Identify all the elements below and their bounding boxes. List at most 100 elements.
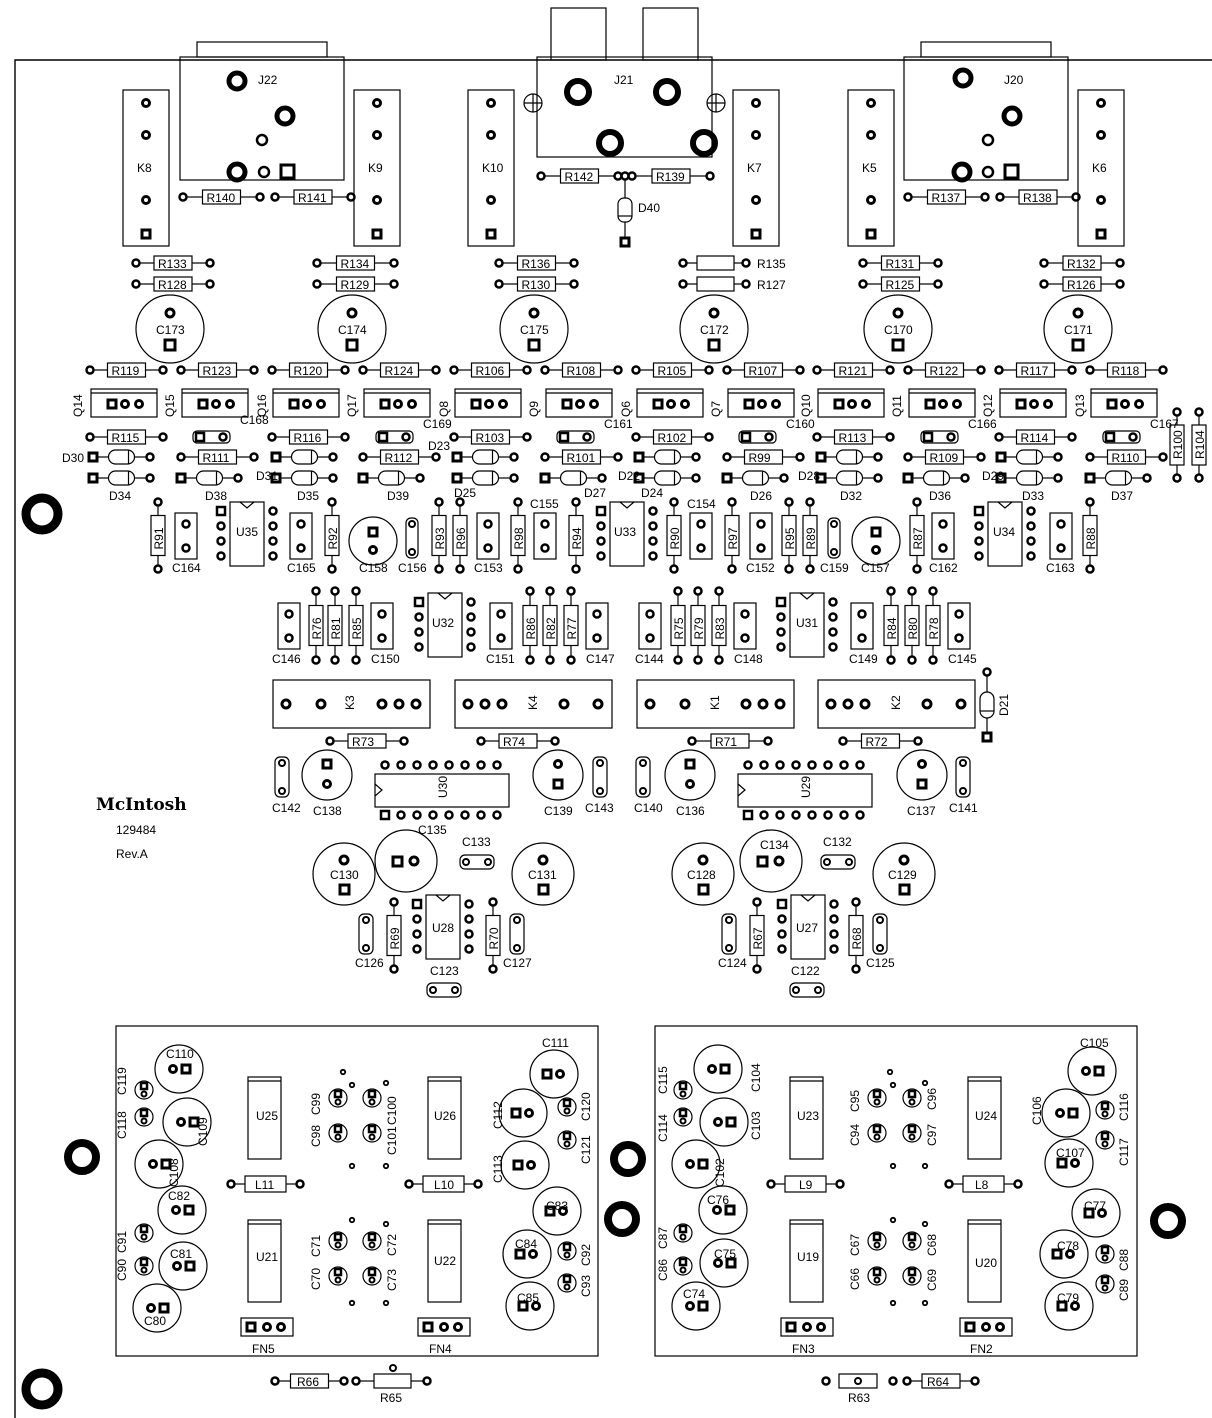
relay-k4: K4 bbox=[454, 679, 613, 729]
r104-label: R104 bbox=[1193, 430, 1207, 459]
resistor-r139 bbox=[627, 168, 715, 184]
c91-label: C91 bbox=[115, 1231, 129, 1253]
r76-label: R76 bbox=[310, 617, 324, 639]
r128-label: R128 bbox=[158, 278, 187, 292]
u29-label: U29 bbox=[799, 776, 813, 798]
c101-label: C101 bbox=[385, 1126, 399, 1155]
c104-label: C104 bbox=[749, 1063, 763, 1092]
resistor-r133 bbox=[131, 255, 215, 271]
r83-label: R83 bbox=[713, 617, 727, 639]
resistor-r84 bbox=[883, 586, 899, 665]
u21-label: U21 bbox=[256, 1250, 278, 1264]
ic-u19 bbox=[789, 1219, 824, 1303]
c131-label: C131 bbox=[528, 868, 557, 882]
capacitor-c144 bbox=[638, 602, 662, 650]
c93-label: C93 bbox=[579, 1275, 593, 1297]
part-number: 129484 bbox=[116, 823, 156, 837]
capacitor-c82 bbox=[157, 1185, 207, 1235]
fn2-label: FN2 bbox=[970, 1342, 993, 1356]
r97-label: R97 bbox=[726, 527, 740, 549]
capacitor-c98 bbox=[328, 1123, 348, 1143]
c76-label: C76 bbox=[707, 1193, 729, 1207]
diode-d21 bbox=[979, 667, 995, 743]
r75-label: R75 bbox=[672, 617, 686, 639]
resistor-r82 bbox=[542, 586, 558, 665]
r106-label: R106 bbox=[476, 364, 505, 378]
resistor-r141 bbox=[270, 189, 356, 205]
capacitor-c169 bbox=[375, 430, 414, 444]
r140-label: R140 bbox=[207, 191, 236, 205]
capacitor-c130 bbox=[312, 842, 376, 906]
l10-label: L10 bbox=[434, 1178, 454, 1192]
r80-label: R80 bbox=[906, 617, 920, 639]
capacitor-c67 bbox=[867, 1231, 887, 1251]
c157-label: C157 bbox=[861, 561, 890, 575]
c85-label: C85 bbox=[517, 1291, 539, 1305]
u30-label: U30 bbox=[436, 776, 450, 798]
d24-label: D24 bbox=[641, 486, 663, 500]
capacitor-c121 bbox=[557, 1130, 577, 1150]
diode-d24 bbox=[633, 470, 701, 486]
capacitor-c74 bbox=[671, 1281, 721, 1331]
capacitor-c93 bbox=[557, 1273, 577, 1293]
capacitor-c117 bbox=[1095, 1130, 1115, 1150]
resistor-r96 bbox=[452, 497, 468, 574]
u24-label: U24 bbox=[975, 1109, 997, 1123]
relay-k1: K1 bbox=[636, 679, 795, 729]
capacitor-c69 bbox=[902, 1266, 922, 1286]
resistor-r86 bbox=[522, 586, 538, 665]
r107-label: R107 bbox=[749, 364, 778, 378]
capacitor-c160 bbox=[738, 430, 777, 444]
r117-label: R117 bbox=[1021, 364, 1049, 378]
c163-label: C163 bbox=[1046, 561, 1075, 575]
q16-label: Q16 bbox=[255, 394, 269, 417]
c120-label: C120 bbox=[579, 1092, 593, 1121]
r101-label: R101 bbox=[567, 451, 596, 465]
via bbox=[348, 1216, 356, 1224]
capacitor-c166 bbox=[920, 430, 959, 444]
capacitor-c129 bbox=[872, 842, 936, 906]
resistor-r103 bbox=[449, 429, 532, 445]
j20-label: J20 bbox=[1004, 73, 1024, 87]
c174-label: C174 bbox=[338, 323, 367, 337]
resistor-r76 bbox=[308, 586, 324, 665]
c80-label: C80 bbox=[144, 1314, 166, 1328]
capacitor-c73 bbox=[362, 1266, 382, 1286]
c103-label: C103 bbox=[749, 1111, 763, 1140]
capacitor-c167 bbox=[1102, 430, 1141, 444]
u27-label: U27 bbox=[796, 921, 818, 935]
capacitor-c133 bbox=[459, 854, 495, 870]
c133-label: C133 bbox=[462, 835, 491, 849]
r66-label: R66 bbox=[297, 1375, 319, 1389]
capacitor-c123 bbox=[426, 982, 462, 998]
via bbox=[921, 1162, 929, 1170]
c73-label: C73 bbox=[385, 1269, 399, 1291]
c83-label: C83 bbox=[546, 1199, 568, 1213]
revision: Rev.A bbox=[116, 847, 148, 861]
capacitor-c136 bbox=[664, 749, 716, 801]
resistor-r63 bbox=[821, 1373, 898, 1389]
capacitor-c156 bbox=[405, 517, 419, 559]
r78-label: R78 bbox=[927, 617, 941, 639]
c138-label: C138 bbox=[313, 804, 342, 818]
c121-label: C121 bbox=[579, 1135, 593, 1164]
capacitor-c164 bbox=[174, 512, 198, 560]
capacitor-c145 bbox=[947, 602, 971, 650]
c108-label: C108 bbox=[167, 1158, 181, 1187]
resistor-r70 bbox=[485, 897, 501, 974]
ic-u28 bbox=[411, 894, 474, 960]
transistor-q7 bbox=[727, 388, 795, 418]
c137-label: C137 bbox=[907, 804, 936, 818]
inductor-l11 bbox=[226, 1175, 305, 1193]
c173-label: C173 bbox=[156, 323, 185, 337]
capacitor-c163 bbox=[1049, 512, 1073, 560]
capacitor-c72 bbox=[362, 1231, 382, 1251]
capacitor-c126 bbox=[358, 913, 374, 955]
r115-label: R115 bbox=[112, 431, 140, 445]
resistor-r100 bbox=[1169, 407, 1185, 483]
capacitor-c150 bbox=[370, 602, 394, 650]
q6-label: Q6 bbox=[619, 401, 633, 417]
r131-label: R131 bbox=[886, 257, 915, 271]
c109-label: C109 bbox=[196, 1117, 210, 1146]
resistor-r99 bbox=[722, 449, 805, 465]
